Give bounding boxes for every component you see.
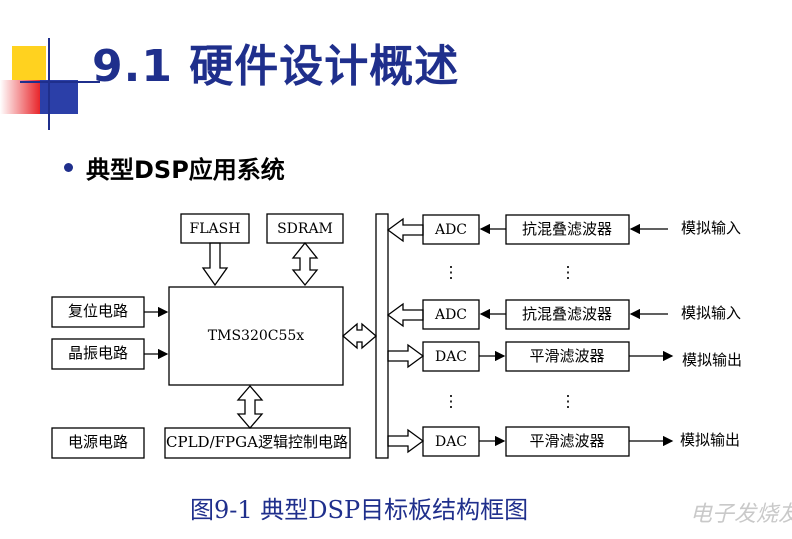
cpld-arrow — [236, 385, 264, 429]
dsp-bus-arrow — [342, 322, 377, 350]
bullet-icon — [64, 163, 73, 172]
analog-in-label-1: 模拟输入 — [681, 219, 741, 237]
deco-horizontal-line — [20, 81, 100, 83]
adc-label-1: ADC — [434, 222, 467, 238]
dac-ellipsis: ⋮ — [443, 392, 459, 411]
cpld-label: CPLD/FPGA逻辑控制电路 — [166, 433, 348, 451]
smoothing-ellipsis: ⋮ — [560, 392, 576, 411]
reset-label: 复位电路 — [68, 302, 128, 320]
antialias-ellipsis: ⋮ — [560, 263, 576, 282]
power-box — [51, 427, 145, 459]
cpld-box — [164, 427, 351, 459]
analog-out-label-1: 模拟输出 — [682, 351, 742, 369]
analog-out-label-2: 模拟输出 — [680, 431, 740, 449]
deco-yellow-square — [12, 46, 46, 80]
antialias-label-2: 抗混叠滤波器 — [522, 305, 612, 323]
adc-bus-arrow-1 — [386, 217, 424, 243]
adc-ellipsis: ⋮ — [443, 263, 459, 282]
bullet-text: 典型DSP应用系统 — [86, 156, 285, 184]
power-label: 电源电路 — [68, 433, 128, 451]
title-decoration — [0, 0, 100, 140]
deco-vertical-line — [48, 38, 50, 130]
antialias-label-1: 抗混叠滤波器 — [522, 220, 612, 238]
smoothing-label-2: 平滑滤波器 — [529, 432, 604, 450]
adc-label-2: ADC — [434, 307, 467, 323]
dac-label-1: DAC — [435, 349, 467, 365]
adc-bus-arrow-2 — [386, 302, 424, 328]
sdram-label: SDRAM — [277, 221, 333, 237]
deco-red-square — [0, 80, 40, 114]
sdram-arrow — [291, 241, 319, 287]
deco-blue-square — [40, 80, 78, 114]
dac-label-2: DAC — [435, 434, 467, 450]
bus-bar — [375, 213, 389, 459]
flash-arrow — [201, 242, 229, 287]
figure-caption: 图9-1 典型DSP目标板结构框图 — [190, 496, 529, 524]
watermark: 电子发烧友 — [690, 502, 792, 527]
flash-label: FLASH — [190, 221, 241, 237]
dac-bus-arrow-2 — [387, 428, 425, 454]
dsp-label: TMS320C55x — [208, 328, 305, 344]
dac-bus-arrow-1 — [387, 343, 425, 369]
analog-in-label-2: 模拟输入 — [681, 304, 741, 322]
slide-title: 9.1 硬件设计概述 — [92, 41, 460, 92]
crystal-label: 晶振电路 — [68, 344, 128, 362]
smoothing-label-1: 平滑滤波器 — [529, 347, 604, 365]
